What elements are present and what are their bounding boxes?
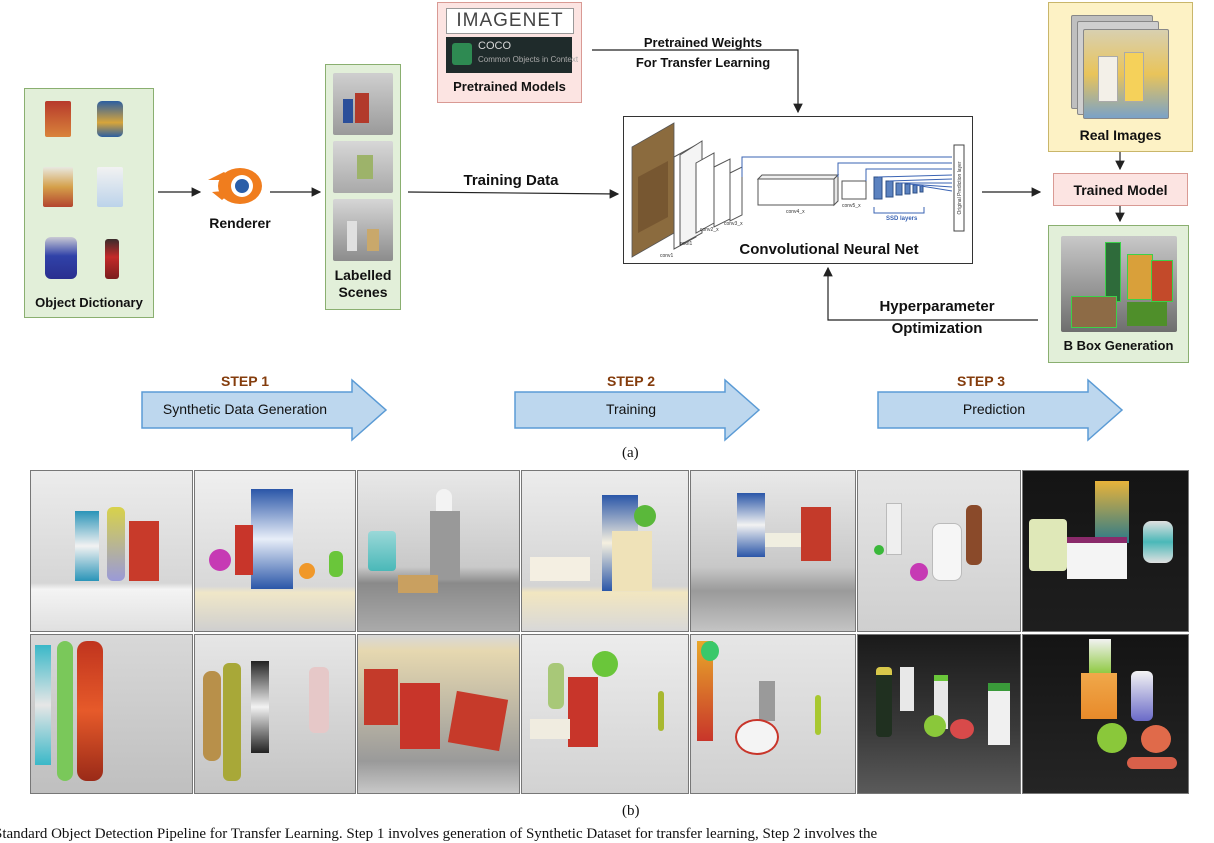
pretrained-weights-label: Pretrained Weights For Transfer Learning xyxy=(600,33,806,73)
water-jug-image xyxy=(45,237,77,279)
real-image-photo xyxy=(1083,29,1169,119)
synthetic-scene-image xyxy=(1022,470,1189,632)
real-images-panel: Real Images xyxy=(1048,2,1193,152)
synthetic-scene-image xyxy=(857,634,1021,794)
synthetic-scene-image xyxy=(194,634,356,794)
connector-arrows xyxy=(158,49,1125,321)
imagenet-logo-text: IMAGENET xyxy=(456,10,564,31)
step-2-arrow xyxy=(514,378,761,442)
labelled-scenes-panel: Labelled Scenes xyxy=(325,64,401,310)
step-1-text: Synthetic Data Generation xyxy=(162,401,328,417)
object-dictionary-label: Object Dictionary xyxy=(35,295,143,310)
trained-model-label: Trained Model xyxy=(1073,182,1168,198)
coco-mark-icon xyxy=(452,43,472,65)
juice-carton-image xyxy=(43,167,73,207)
ssd-layers-label: SSD layers xyxy=(886,216,918,222)
real-images-label: Real Images xyxy=(1079,127,1162,143)
jar-image xyxy=(97,101,123,137)
hyperparameter-label: Hyperparameter Optimization xyxy=(852,296,1022,340)
bottle-image xyxy=(105,239,119,279)
step-3-text: Prediction xyxy=(962,401,1026,417)
synthetic-scene-image xyxy=(857,470,1021,632)
cnn-layer-label: conv4_x xyxy=(786,209,805,215)
bbox-generation-panel: B Box Generation xyxy=(1048,225,1189,363)
cnn-layer-label: conv3_x xyxy=(724,221,743,227)
renderer-label: Renderer xyxy=(209,215,271,231)
coco-logo-text: COCO xyxy=(478,40,511,52)
synthetic-scene-image xyxy=(30,634,193,794)
sublabel-b: (b) xyxy=(622,803,640,819)
pretrained-weights-line2: For Transfer Learning xyxy=(635,55,771,70)
training-data-label: Training Data xyxy=(463,172,559,189)
scene-thumbnail xyxy=(333,73,393,135)
milk-carton-image xyxy=(97,167,123,207)
scene-thumbnail xyxy=(333,199,393,261)
imagenet-logo: IMAGENET xyxy=(446,8,574,34)
sublabel-a: (a) xyxy=(622,445,639,461)
cnn-architecture-diagram xyxy=(631,122,965,258)
labelled-scenes-label: Labelled Scenes xyxy=(326,267,400,301)
object-dictionary-panel: Object Dictionary xyxy=(24,88,154,318)
synthetic-scene-image xyxy=(690,634,856,794)
coco-logo: COCO Common Objects in Context xyxy=(446,37,578,73)
synthetic-scene-image xyxy=(690,470,856,632)
figure-caption: Standard Object Detection Pipeline for T… xyxy=(0,826,878,842)
step-2-text: Training xyxy=(605,401,657,417)
hyperparameter-line2: Optimization xyxy=(891,320,983,337)
pretrained-models-label: Pretrained Models xyxy=(453,79,566,94)
step-1-arrow xyxy=(141,378,388,442)
cnn-layer-label: conv5_x xyxy=(842,203,861,209)
cereal-box-image xyxy=(45,101,71,137)
cnn-layer-label: conv2_x xyxy=(700,227,719,233)
pretrained-models-panel: IMAGENET COCO Common Objects in Context … xyxy=(437,2,582,103)
cnn-layer-label: conv1 xyxy=(660,253,674,259)
bbox-generation-label: B Box Generation xyxy=(1063,338,1174,353)
cnn-box: conv1 pool1 conv2_x conv3_x conv4_x conv… xyxy=(623,116,973,264)
scene-thumbnail xyxy=(333,141,393,193)
step-3-arrow xyxy=(877,378,1124,442)
synthetic-scene-image xyxy=(1022,634,1189,794)
step-2-title: STEP 2 xyxy=(607,373,655,389)
step-1-title: STEP 1 xyxy=(221,373,269,389)
synthetic-scene-image xyxy=(521,634,689,794)
labelled-scenes-line1: Labelled xyxy=(334,267,392,283)
step-3-title: STEP 3 xyxy=(957,373,1005,389)
synthetic-scene-image xyxy=(521,470,689,632)
trained-model-box: Trained Model xyxy=(1053,173,1188,206)
synthetic-scene-image xyxy=(194,470,356,632)
synthetic-scene-image xyxy=(357,470,520,632)
hyperparameter-line1: Hyperparameter xyxy=(879,298,995,315)
cnn-layer-label: pool1 xyxy=(680,241,693,247)
bbox-result-image xyxy=(1061,236,1177,332)
synthetic-scene-image xyxy=(30,470,193,632)
blender-icon xyxy=(208,168,262,204)
pretrained-weights-line1: Pretrained Weights xyxy=(643,35,763,50)
coco-subtitle: Common Objects in Context xyxy=(478,55,579,64)
cnn-label: Convolutional Neural Net xyxy=(739,241,919,258)
synthetic-scene-image xyxy=(357,634,520,794)
labelled-scenes-line2: Scenes xyxy=(338,284,388,300)
